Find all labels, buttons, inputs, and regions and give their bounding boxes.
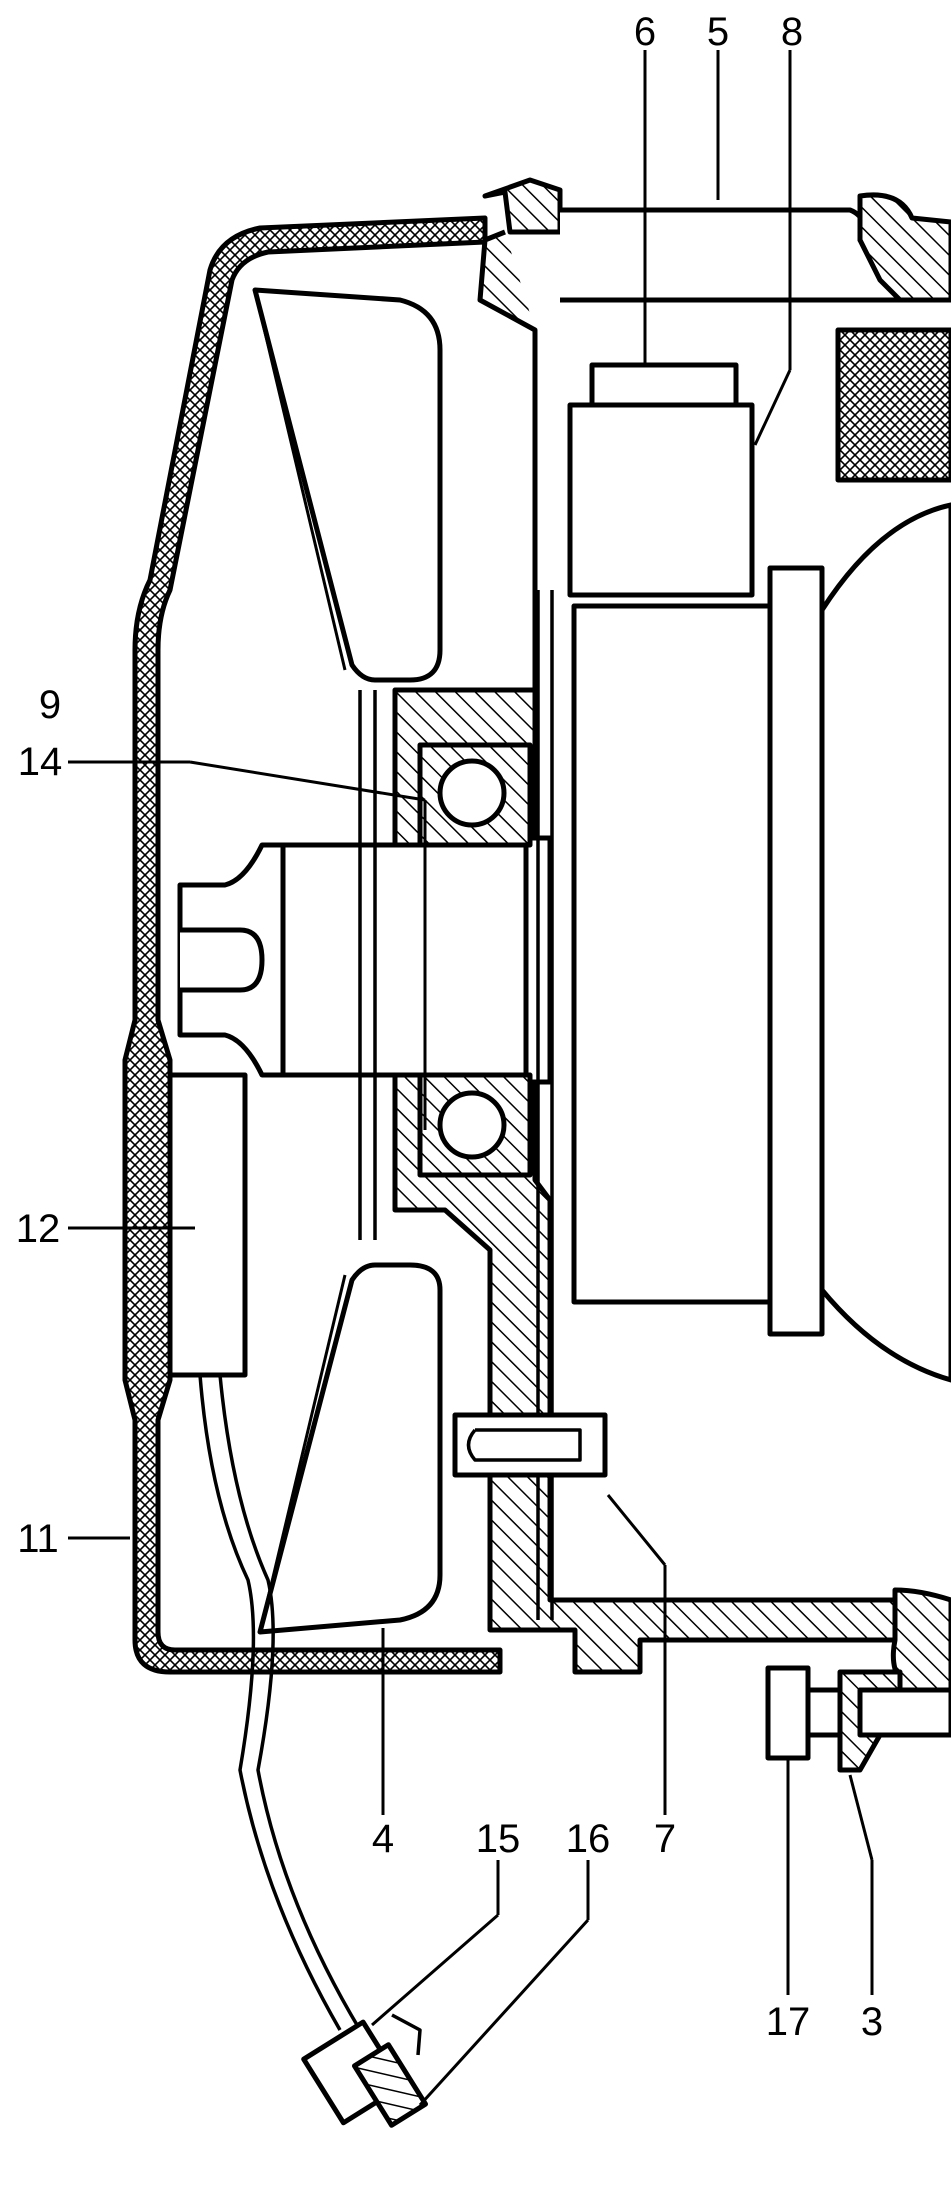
callout-4: 4 xyxy=(372,1817,394,1861)
callout-8: 8 xyxy=(781,10,803,54)
fan-blade-bottom xyxy=(257,1262,443,1635)
mounting-clip xyxy=(452,1412,608,1478)
callout-6: 6 xyxy=(634,10,656,54)
connector-plug xyxy=(351,2042,429,2128)
shaft-key xyxy=(180,927,265,993)
callout-9: 9 xyxy=(39,683,61,727)
rotor-ring xyxy=(767,565,825,1337)
callout-15: 15 xyxy=(476,1817,521,1861)
stator-winding xyxy=(835,327,951,483)
stator-housing-top xyxy=(560,207,903,303)
shaft xyxy=(280,842,529,1078)
rotor-dome xyxy=(819,502,951,1383)
bolt-shank xyxy=(805,1687,951,1738)
callout-14: 14 xyxy=(18,740,63,784)
bearing-top-ball xyxy=(437,758,507,828)
callout-17: 17 xyxy=(766,2000,811,2044)
callout-5: 5 xyxy=(707,10,729,54)
sensor-cap xyxy=(589,362,739,408)
housing-right-cap xyxy=(857,192,951,303)
callout-3: 3 xyxy=(861,2000,883,2044)
callout-12: 12 xyxy=(16,1207,61,1251)
mounting-clip-slot xyxy=(466,1428,582,1462)
callout-7: 7 xyxy=(654,1817,676,1861)
sensor-body xyxy=(567,402,755,598)
connector-latch xyxy=(391,2013,422,2056)
bolt-head xyxy=(765,1665,811,1761)
callout-16: 16 xyxy=(566,1817,611,1861)
outer-cover xyxy=(122,215,503,1675)
cable xyxy=(198,1374,342,2031)
rotor-core xyxy=(571,603,773,1305)
flange xyxy=(837,1669,903,1773)
bearing-bottom-ball xyxy=(437,1090,507,1160)
fan-blade-top xyxy=(252,287,443,683)
callout-11: 11 xyxy=(17,1517,59,1561)
hall-sensor-module xyxy=(167,1072,248,1378)
